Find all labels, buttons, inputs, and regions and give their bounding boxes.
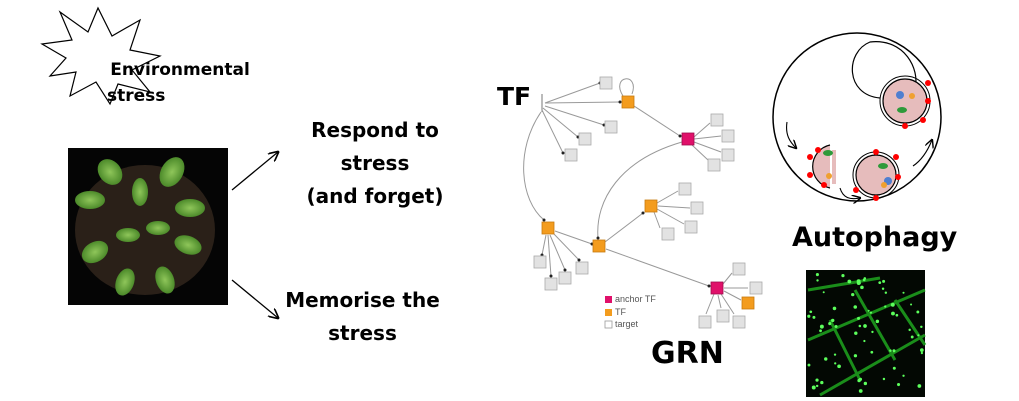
stress-label: Environmental stress (95, 57, 265, 109)
fluorescent-dot (882, 377, 886, 381)
legend-tf-label: TF (615, 307, 626, 317)
fluorescent-dot (822, 291, 825, 294)
fluorescent-dot (833, 353, 837, 356)
plant-photo (68, 148, 228, 305)
fluorescent-dot (863, 339, 866, 343)
fluorescent-dot (834, 325, 838, 329)
fluorescent-dot (895, 313, 899, 317)
stress-line1: Environmental (110, 60, 250, 80)
fluorescent-dot (910, 303, 913, 306)
fluorescent-dot (882, 279, 886, 283)
arrow-to-respond (231, 152, 278, 191)
fluorescent-dot (860, 285, 864, 290)
fluorescent-dot (902, 374, 905, 377)
fluorescent-dot (920, 325, 923, 329)
fluorescent-dot (811, 385, 816, 390)
fluorescent-dot (863, 324, 867, 328)
fluorescent-dot (871, 330, 874, 334)
fluorescent-dot (889, 349, 892, 352)
stress-starburst-icon (40, 6, 162, 106)
autophagy-cell-illustration (772, 32, 942, 201)
legend-anchor-label: anchor TF (615, 294, 656, 304)
autophagy-microscopy-image (806, 270, 927, 397)
fluorescent-dot (847, 279, 852, 284)
grn-legend (604, 296, 613, 329)
fluorescent-dot (809, 310, 813, 314)
fluorescent-dot (884, 305, 887, 308)
fluorescent-dot (854, 331, 858, 335)
anchor-tf-nodes (681, 132, 724, 295)
fluorescent-dot (856, 279, 861, 284)
fluorescent-dot (910, 335, 914, 339)
respond-label: Respond to stress (and forget) (275, 114, 475, 213)
fluorescent-dot (828, 322, 832, 326)
fluorescent-dot (857, 378, 861, 383)
legend-target-label: target (615, 319, 639, 329)
fluorescent-dot (862, 278, 866, 282)
fluorescent-dot (891, 311, 895, 316)
fluorescent-dot (920, 351, 924, 355)
fluorescent-dot (819, 329, 822, 333)
fluorescent-dot (920, 348, 924, 352)
fluorescent-dot (867, 309, 870, 312)
fluorescent-dot (816, 279, 819, 282)
memorise-line1: Memorise the (285, 288, 440, 312)
fluorescent-dot (831, 318, 835, 323)
autophagy-title: Autophagy (792, 222, 958, 253)
fluorescent-dot (815, 273, 819, 277)
fluorescent-dot (870, 350, 874, 354)
fluorescent-dot (890, 302, 895, 307)
respond-line2: (and forget) (306, 184, 444, 208)
fluorescent-dot (858, 389, 863, 393)
fluorescent-dot (857, 316, 861, 320)
tf-label: TF (497, 82, 532, 111)
fluorescent-dot (858, 324, 862, 328)
fluorescent-dot (851, 292, 855, 297)
fluorescent-dot (917, 334, 920, 337)
fluorescent-dot (892, 366, 896, 370)
fluorescent-dot (869, 311, 873, 314)
fluorescent-dot (841, 274, 845, 278)
fluorescent-dot (896, 382, 901, 387)
fluorescent-dot (875, 319, 880, 324)
fluorescent-dot (853, 354, 858, 358)
grn-nodes (533, 76, 763, 329)
fluorescent-dot (908, 328, 911, 332)
fluorescent-dot (824, 357, 828, 361)
fluorescent-dot (820, 380, 824, 385)
fluorescent-dot (881, 287, 885, 290)
fluorescent-dot (892, 349, 896, 353)
fluorescent-dot (916, 310, 920, 314)
fluorescent-dot (853, 305, 858, 309)
grn-network (523, 78, 748, 315)
fluorescent-dot (884, 291, 888, 294)
target-nodes (533, 76, 763, 329)
fluorescent-dot (832, 306, 837, 311)
fluorescent-dot (902, 291, 905, 294)
grn-title: GRN (651, 336, 724, 371)
respond-line1: Respond to stress (311, 118, 439, 175)
memorise-label: Memorise the stress (275, 284, 450, 350)
fluorescent-dot (815, 378, 819, 382)
tf-nodes (541, 95, 755, 310)
fluorescent-dot (834, 362, 837, 365)
fluorescent-dot (807, 314, 811, 318)
arrow-to-memorise (231, 279, 278, 318)
fluorescent-dot (878, 281, 882, 285)
fluorescent-dot (807, 363, 811, 367)
memorise-line2: stress (328, 321, 397, 345)
fluorescent-dot (815, 384, 819, 388)
fluorescent-dot (917, 384, 922, 388)
fluorescent-dot (837, 364, 841, 369)
fluorescent-dot (863, 381, 868, 386)
fluorescent-dot (819, 324, 824, 329)
stress-line2: stress (107, 86, 166, 106)
fluorescent-dot (812, 315, 816, 319)
